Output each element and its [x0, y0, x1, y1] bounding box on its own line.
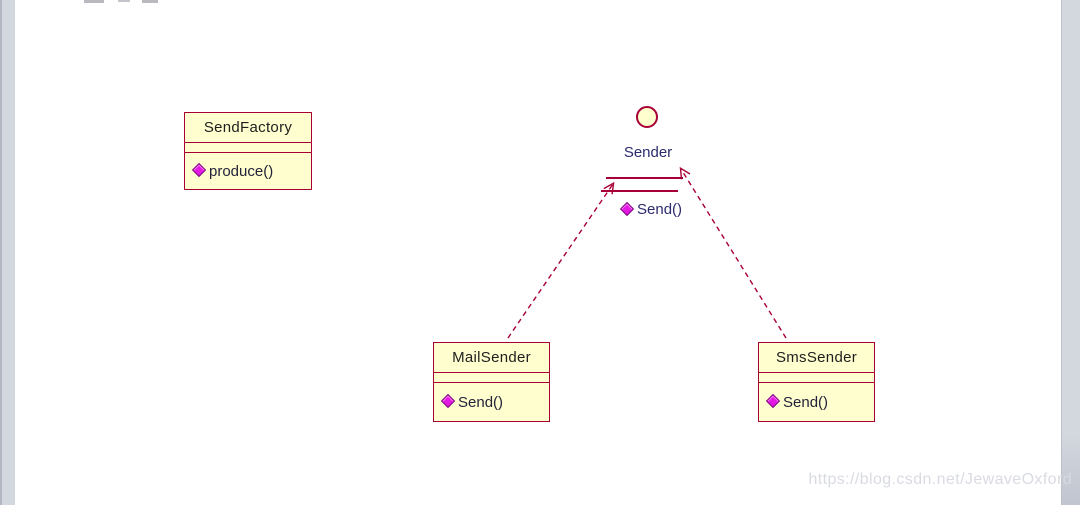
interface-name: Sender [623, 144, 673, 161]
class-name: MailSender [434, 343, 549, 373]
cropped-text-remnant [142, 0, 158, 3]
attributes-compartment [185, 143, 311, 153]
method-label: Send() [458, 393, 504, 411]
cropped-text-remnant [84, 0, 104, 3]
right-scrollbar-strip[interactable] [1061, 0, 1080, 505]
class-name: SendFactory [185, 113, 311, 143]
realization-arrow-mailsender-to-sender [507, 181, 615, 339]
class-box-sendfactory: SendFactory produce() [184, 112, 312, 190]
watermark-url: https://blog.csdn.net/JewaveOxford [808, 471, 1072, 488]
methods-compartment: produce() [185, 153, 311, 189]
interface-separator-line [606, 177, 683, 179]
visibility-diamond-icon [765, 393, 781, 409]
interface-lollipop-circle-icon [636, 106, 658, 128]
class-name: SmsSender [759, 343, 874, 373]
class-box-mailsender: MailSender Send() [433, 342, 550, 422]
method-label: Send() [783, 393, 829, 411]
method-label: produce() [209, 162, 274, 180]
visibility-diamond-icon [191, 162, 207, 178]
left-scrollbar-strip[interactable] [0, 0, 15, 505]
methods-compartment: Send() [434, 383, 549, 421]
attributes-compartment [759, 373, 874, 383]
visibility-diamond-icon [619, 201, 635, 216]
visibility-diamond-icon [440, 393, 456, 409]
method-label: Send() [637, 201, 683, 218]
methods-compartment: Send() [759, 383, 874, 421]
interface-method: Send() [619, 201, 683, 218]
attributes-compartment [434, 373, 549, 383]
realization-arrow-smssender-to-sender [679, 166, 787, 339]
class-box-smssender: SmsSender Send() [758, 342, 875, 422]
cropped-text-remnant [118, 0, 130, 2]
interface-separator-line [601, 190, 678, 192]
